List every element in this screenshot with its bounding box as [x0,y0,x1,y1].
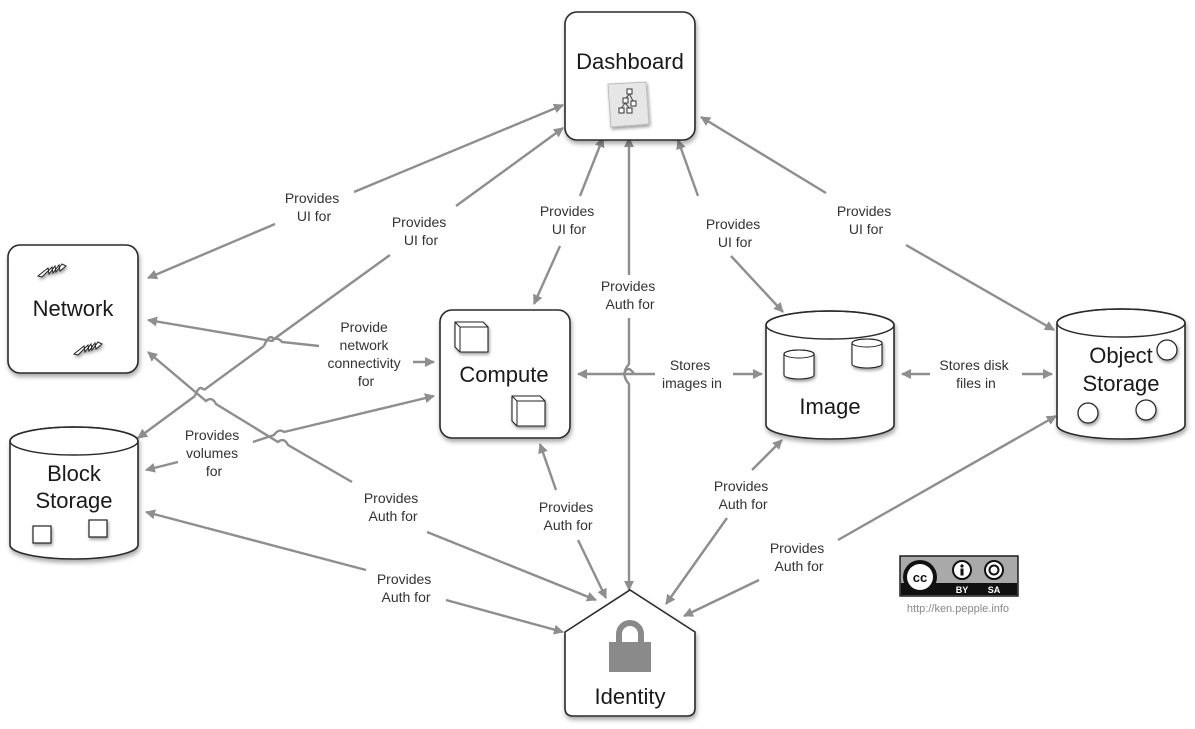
node-image[interactable]: Image [765,310,895,440]
circle-object-icon [1135,399,1157,421]
edges [138,103,1057,635]
node-label-line2: Storage [1082,371,1159,396]
svg-text:cc: cc [913,570,927,585]
node-label: Dashboard [576,49,684,74]
edge-dashboard-compute [532,137,605,305]
node-label-line1: Object [1089,343,1153,368]
attribution-icon [952,560,972,580]
edge-label-block-storage-compute: Provides volumes for [185,427,243,479]
edge-identity-network [147,351,597,602]
edge-identity-compute [538,443,608,599]
edge-label-dashboard-image: Provides UI for [706,216,764,250]
edge-label-dashboard-block-storage: Provides UI for [392,214,450,248]
small-cylinder-icon [851,338,883,369]
edge-label-identity-dashboard: Provides Auth for [601,278,659,312]
cc-license-badge[interactable]: cc BY SA [899,555,1019,597]
edge-label-identity-compute: Provides Auth for [539,499,597,533]
node-label: Identity [595,684,666,709]
node-label: Network [33,296,115,321]
edge-label-dashboard-compute: Provides UI for [540,203,598,237]
edge-label-identity-image: Provides Auth for [714,478,772,512]
node-network[interactable]: Network [7,244,139,374]
edge-label-identity-network: Provides Auth for [364,490,422,524]
node-dashboard[interactable]: Dashboard [564,11,696,141]
square-block-icon [88,519,108,538]
badge-sa-label: SA [988,585,1001,595]
small-cylinder-icon [783,349,815,380]
node-label-line1: Block [47,461,102,486]
edge-dashboard-block-storage [138,127,564,438]
edge-label-object-storage-image: Stores disk files in [939,357,1012,391]
edge-image-compute [577,367,763,379]
edge-identity-dashboard [623,137,634,591]
node-label-line2: Storage [35,488,112,513]
node-compute[interactable]: Compute [439,309,571,439]
author-url[interactable]: http://ken.pepple.info [907,603,1009,615]
edge-labels: Provides UI for Provides UI for Provides… [185,190,1012,605]
lightning-bolt-icon [36,263,67,278]
edge-dashboard-image [676,139,784,313]
square-block-icon [32,525,52,544]
lightning-bolt-icon [72,341,103,356]
cc-icon: cc [903,560,937,594]
edge-identity-block-storage [145,509,564,635]
share-alike-icon [984,560,1004,580]
edge-label-identity-block-storage: Provides Auth for [377,571,435,605]
edge-dashboard-network [147,103,564,280]
edge-label-compute-network: Provide network connectivity for [327,319,404,389]
hierarchy-document-icon [607,81,650,128]
badge-by-label: BY [956,585,969,595]
edge-block-storage-compute [145,393,435,473]
edge-label-dashboard-object-storage: Provides UI for [837,203,895,237]
node-object-storage[interactable]: Object Storage [1056,308,1186,440]
edge-identity-object-storage [683,414,1057,618]
edge-label-image-compute: Stores images in [662,357,722,391]
padlock-icon [609,620,651,672]
edge-identity-image [665,439,783,605]
edge-label-identity-object-storage: Provides Auth for [770,540,828,574]
node-identity[interactable]: Identity [564,589,696,717]
circle-object-icon [1156,339,1178,361]
circle-object-icon [1077,402,1099,424]
edge-dashboard-object-storage [700,115,1055,332]
edge-compute-network [147,316,435,367]
node-block-storage[interactable]: Block Storage [9,426,139,560]
edge-label-dashboard-network: Provides UI for [285,190,343,224]
cube-icon [454,321,489,353]
cube-icon [511,395,546,427]
node-label: Compute [459,362,548,387]
node-label: Image [799,394,860,419]
